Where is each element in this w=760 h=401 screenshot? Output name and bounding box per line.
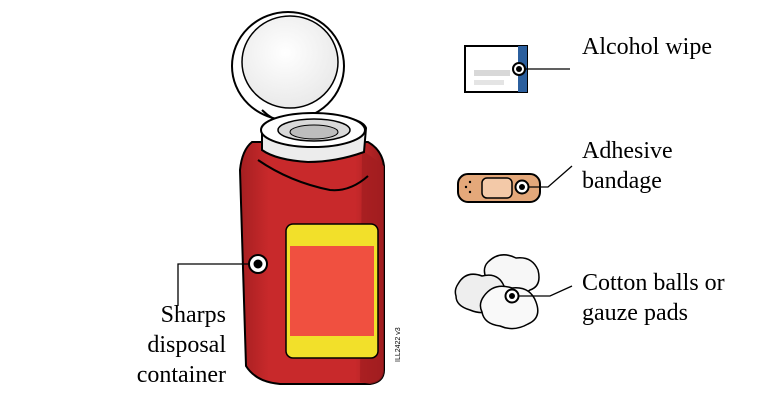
adhesive-bandage-label: Adhesive bandage xyxy=(582,136,673,196)
container-lid xyxy=(231,11,345,125)
sharps-callout-line xyxy=(177,263,249,306)
label-line: Adhesive xyxy=(582,138,673,164)
label-line: Cotton balls or xyxy=(582,270,725,296)
alcohol-wipe-icon xyxy=(464,45,570,93)
sharps-container-label: Sharps disposal container xyxy=(96,300,226,390)
label-line: Sharps xyxy=(160,302,226,328)
label-line: Alcohol wipe xyxy=(582,34,712,60)
label-line: gauze pads xyxy=(582,300,688,326)
label-line: bandage xyxy=(582,168,662,194)
label-line: disposal xyxy=(147,332,226,358)
cotton-balls-icon xyxy=(454,254,573,330)
alcohol-wipe-label: Alcohol wipe xyxy=(582,32,712,62)
label-line: container xyxy=(136,362,226,388)
adhesive-bandage-icon xyxy=(457,165,573,203)
cotton-callout-line xyxy=(518,285,573,297)
figure-code: ILL2422 v3 xyxy=(395,327,402,362)
sharps-container-icon: ILL2422 v3 xyxy=(177,11,402,385)
cotton-balls-label: Cotton balls or gauze pads xyxy=(582,268,725,328)
bandage-callout-line xyxy=(528,165,573,188)
